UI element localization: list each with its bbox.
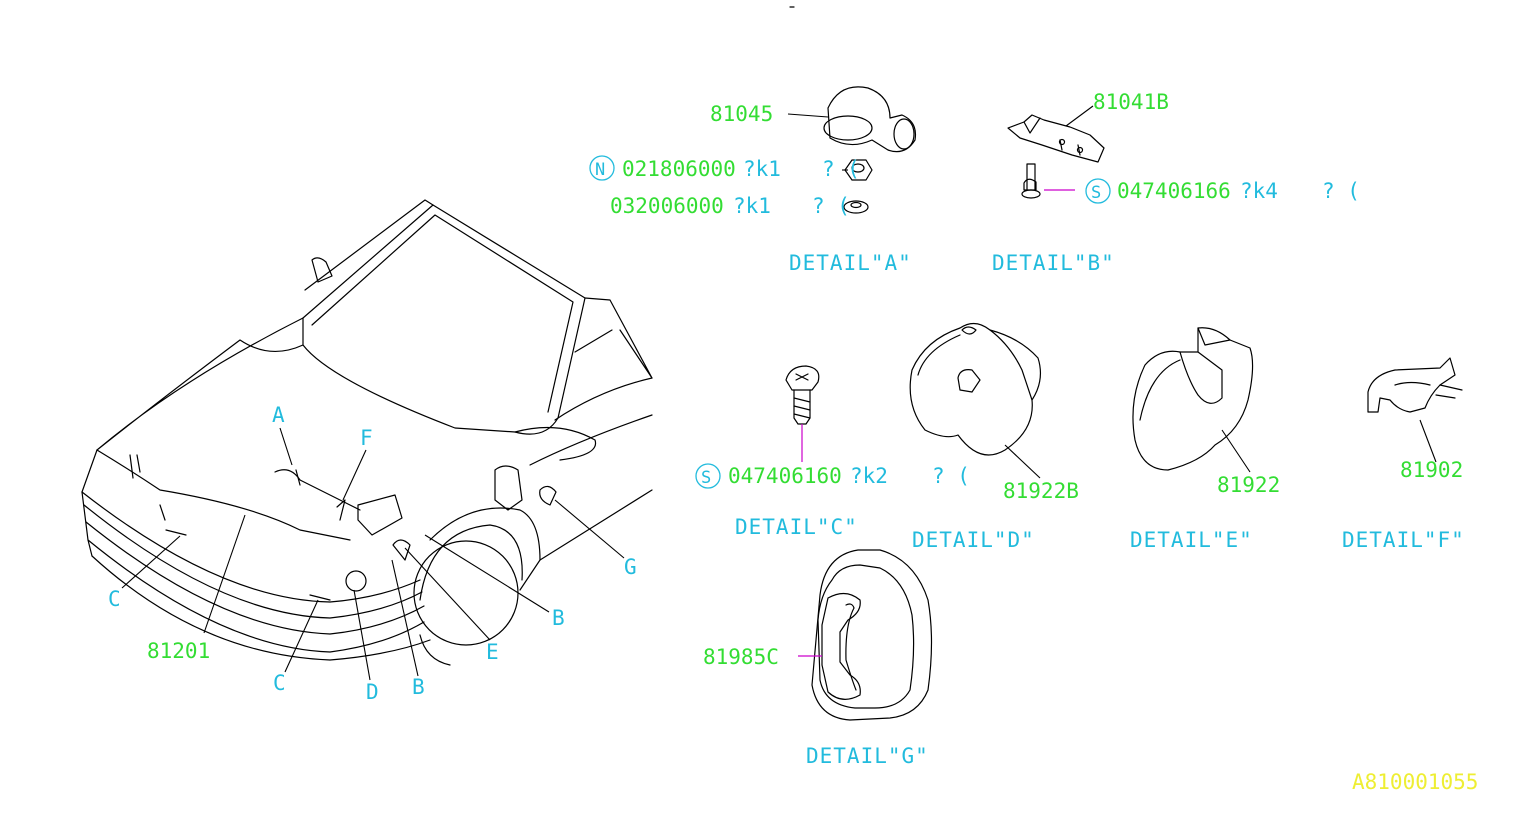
part-number-81902: 81902 [1400, 458, 1463, 482]
diagram-reference-id: A810001055 [1352, 770, 1478, 794]
detail-e-drawing [1132, 327, 1254, 473]
callout-d: D [366, 680, 379, 704]
bolt-c-badge-circle [695, 463, 721, 489]
washer-part-number: 032006000 [610, 194, 724, 218]
part-number-81041b: 81041B [1093, 90, 1169, 114]
detail-a-drawing [787, 86, 917, 214]
callout-a: A [272, 403, 285, 427]
callout-g: G [624, 555, 637, 579]
nut-code: ?k1 [743, 157, 781, 181]
washer-qty: ? ( [812, 194, 850, 218]
detail-b-title: DETAIL"B" [992, 251, 1115, 275]
washer-code: ?k1 [733, 194, 771, 218]
detail-b-drawing [1007, 105, 1105, 199]
detail-c-drawing [785, 365, 820, 462]
nut-badge-letter: N [595, 160, 605, 180]
bolt-c-badge-letter: S [701, 468, 711, 488]
vehicle-leader-lines [121, 427, 625, 681]
bolt-b-badge-circle [1085, 178, 1111, 204]
detail-g-title: DETAIL"G" [806, 744, 929, 768]
bolt-c-code: ?k2 [850, 464, 888, 488]
callout-e: E [486, 640, 499, 664]
detail-c-title: DETAIL"C" [735, 515, 858, 539]
nut-qty: ? ( [822, 157, 860, 181]
part-number-81201: 81201 [147, 639, 210, 663]
part-number-81985c: 81985C [703, 645, 779, 669]
part-number-81045: 81045 [710, 102, 773, 126]
bolt-b-code: ?k4 [1240, 179, 1278, 203]
nut-part-number: 021806000 [622, 157, 736, 181]
nut-badge-circle [589, 155, 615, 181]
detail-e-title: DETAIL"E" [1130, 528, 1253, 552]
bolt-b-part-number: 047406166 [1117, 179, 1231, 203]
detail-d-drawing [909, 322, 1042, 479]
bolt-b-qty: ? ( [1322, 179, 1360, 203]
part-number-81922: 81922 [1217, 473, 1280, 497]
detail-g-drawing [798, 549, 933, 721]
detail-d-title: DETAIL"D" [912, 528, 1035, 552]
bolt-c-part-number: 047406160 [728, 464, 842, 488]
part-number-81922b: 81922B [1003, 479, 1079, 503]
detail-f-title: DETAIL"F" [1342, 528, 1465, 552]
detail-f-drawing [1367, 357, 1463, 463]
callout-c-bottom: C [273, 671, 286, 695]
callout-b-bottom: B [412, 675, 425, 699]
callout-b-right: B [552, 606, 565, 630]
bolt-b-badge-letter: S [1091, 183, 1101, 203]
bolt-c-qty: ? ( [932, 464, 970, 488]
callout-c-left: C [108, 587, 121, 611]
detail-a-title: DETAIL"A" [789, 251, 912, 275]
vehicle-front-illustration [81, 199, 653, 666]
callout-f: F [360, 426, 373, 450]
